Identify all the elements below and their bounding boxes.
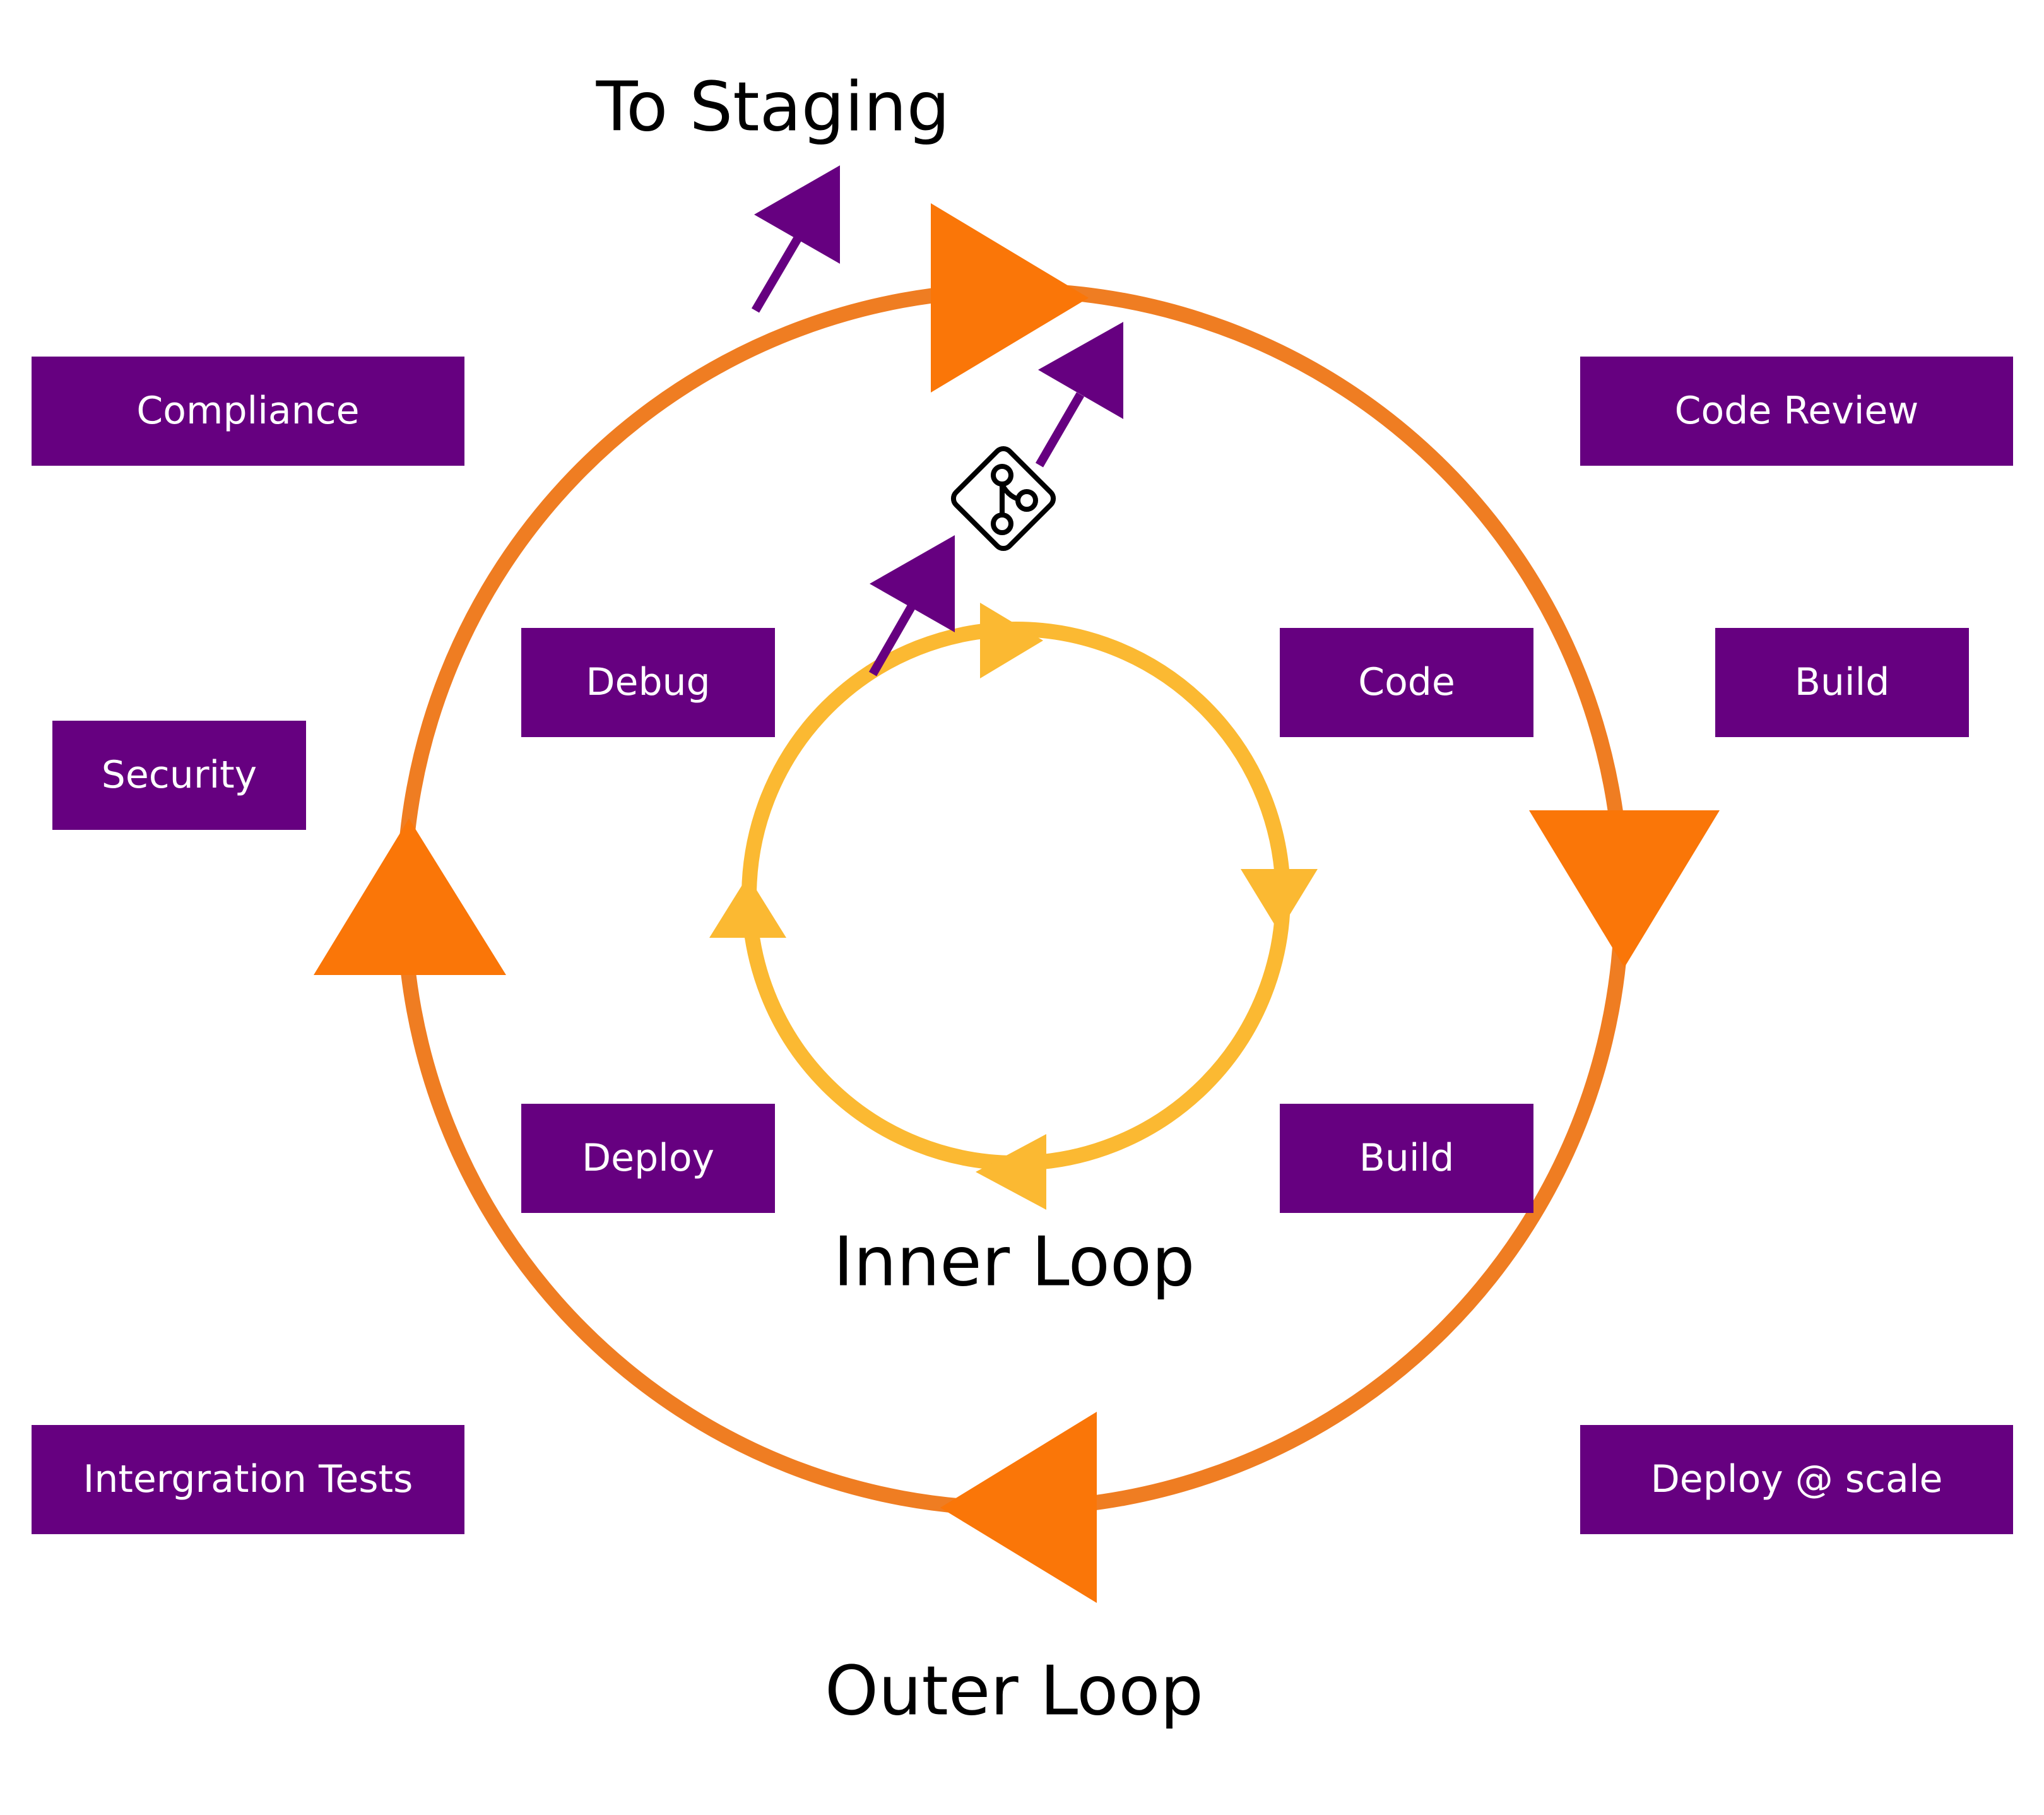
box-code-review: Code Review xyxy=(1580,357,2013,466)
inner-loop-arrow-bottom xyxy=(976,1134,1046,1210)
inner-loop-label: Inner Loop xyxy=(834,1223,1195,1302)
inner-exit-arrow-shaft xyxy=(868,603,916,677)
box-debug-label: Debug xyxy=(586,660,710,704)
box-deploy-at-scale-label: Deploy @ scale xyxy=(1651,1457,1943,1501)
inner-loop-arrow-right xyxy=(1241,869,1318,932)
box-integration-tests-label: Intergration Tests xyxy=(83,1457,413,1501)
box-build-inner: Build xyxy=(1280,1104,1533,1213)
outer-loop-label: Outer Loop xyxy=(825,1652,1203,1731)
to-staging-label: To Staging xyxy=(596,68,950,147)
box-deploy-label: Deploy xyxy=(582,1136,714,1180)
box-code-review-label: Code Review xyxy=(1675,389,1919,433)
box-security-label: Security xyxy=(102,753,257,797)
merge-arrow-shaft xyxy=(1035,392,1085,468)
box-code-label: Code xyxy=(1358,660,1455,704)
inner-loop-arrow-left xyxy=(709,876,786,938)
merge-arrow-head xyxy=(1038,322,1123,419)
inner-exit-arrow-head xyxy=(870,535,955,632)
box-debug: Debug xyxy=(521,628,775,737)
box-code: Code xyxy=(1280,628,1533,737)
box-compliance: Compliance xyxy=(32,357,464,466)
outer-loop-arrow-left xyxy=(314,819,506,975)
outer-loop-arrow-bottom xyxy=(940,1412,1097,1603)
outer-loop-arrow-top xyxy=(931,203,1089,393)
outer-loop-arrow-right xyxy=(1529,810,1720,967)
staging-arrow-head xyxy=(754,165,840,264)
inner-loop-ring xyxy=(741,622,1291,1171)
box-build-outer: Build xyxy=(1715,628,1969,737)
inner-loop-arrow-top xyxy=(980,603,1043,678)
box-security: Security xyxy=(52,721,306,830)
box-compliance-label: Compliance xyxy=(136,389,359,433)
box-deploy-at-scale: Deploy @ scale xyxy=(1580,1425,2013,1534)
box-build-outer-label: Build xyxy=(1795,660,1890,704)
box-integration-tests: Intergration Tests xyxy=(32,1425,464,1534)
box-build-inner-label: Build xyxy=(1359,1136,1455,1180)
git-merge-icon xyxy=(950,446,1056,552)
box-deploy: Deploy xyxy=(521,1104,775,1213)
staging-arrow-shaft xyxy=(751,236,802,313)
